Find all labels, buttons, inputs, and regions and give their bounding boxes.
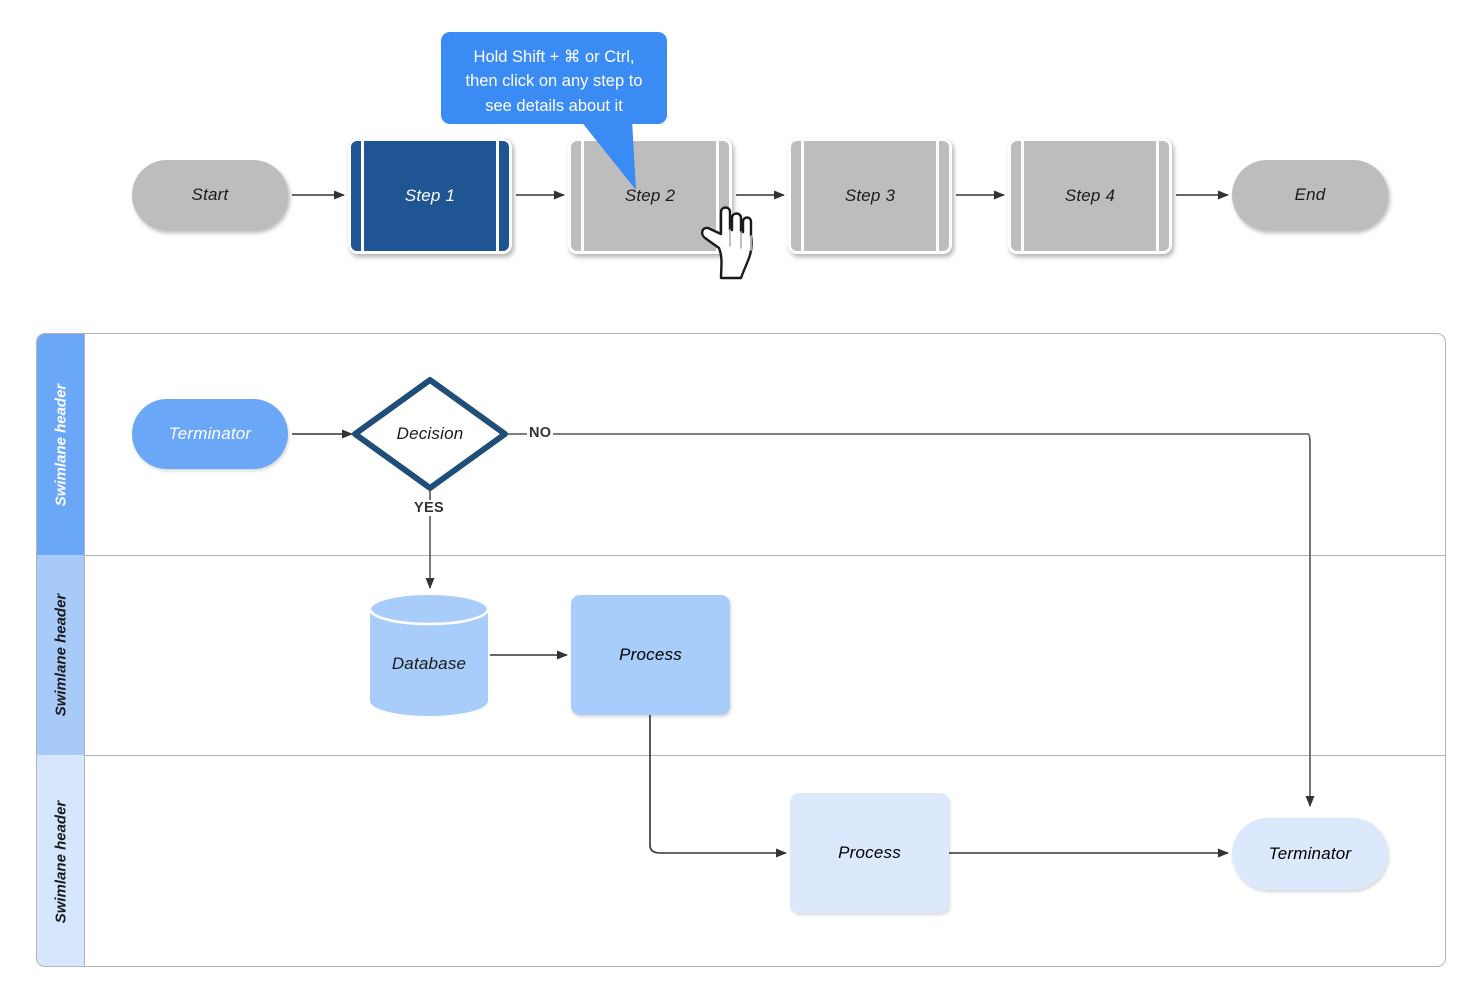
tooltip-callout-body: Hold Shift + ⌘ or Ctrl, then click on an… [441,32,667,124]
flow-node-end[interactable]: End [1232,160,1388,230]
swimlane-header-2-label: Swimlane header [52,593,69,717]
shape-process-mid[interactable]: Process [571,595,730,715]
decision-diamond-svg [352,377,508,491]
step-3-outline [788,138,952,254]
step-4-outline [1008,138,1172,254]
flow-node-step-3[interactable]: Step 3 [788,138,952,254]
tooltip-line-2: then click on any step to [465,72,643,91]
step-3-right-bar [936,138,939,254]
shape-database[interactable]: Database [368,593,490,717]
edge-label-no: NO [527,425,554,441]
step-4-left-bar [1021,138,1024,254]
swimlane-header-3[interactable]: Swimlane header [37,755,85,966]
swimlane-divider-2 [85,755,1445,756]
edge-label-yes: YES [412,500,446,516]
tooltip-line-3: see details about it [485,96,623,115]
flow-node-step-1[interactable]: Step 1 [348,138,512,254]
step-4-right-bar [1156,138,1159,254]
shape-terminator-end-label: Terminator [1268,843,1352,863]
swimlane-header-1[interactable]: Swimlane header [37,334,85,555]
flow-node-end-label: End [1294,184,1326,204]
tooltip-callout-tail [580,120,636,190]
shape-terminator-top-label: Terminator [168,423,252,443]
swimlane-header-2[interactable]: Swimlane header [37,555,85,755]
swimlane-divider-1 [85,555,1445,556]
shape-process-bottom[interactable]: Process [790,793,949,913]
flow-node-step-4-label: Step 4 [1064,185,1116,205]
flow-node-start-label: Start [191,184,229,204]
shape-process-mid-label: Process [619,644,682,664]
flow-node-start[interactable]: Start [132,160,288,230]
flow-node-step-3-label: Step 3 [844,185,896,205]
shape-decision[interactable]: Decision [350,375,510,493]
flow-node-step-1-label: Step 1 [404,185,456,205]
step-3-left-bar [801,138,804,254]
step-1-left-bar [361,138,364,254]
shape-terminator-top[interactable]: Terminator [132,399,288,469]
tooltip-callout[interactable]: Hold Shift + ⌘ or Ctrl, then click on an… [441,32,667,124]
step-1-outline [348,138,512,254]
database-cylinder-svg [368,593,490,716]
swimlane-header-1-label: Swimlane header [52,383,69,506]
step-2-left-bar [581,138,584,254]
shape-process-bottom-label: Process [838,842,901,862]
step-1-right-bar [496,138,499,254]
flow-node-step-4[interactable]: Step 4 [1008,138,1172,254]
step-2-right-bar [716,138,719,254]
swimlane-header-3-label: Swimlane header [52,800,69,923]
shape-terminator-end[interactable]: Terminator [1232,818,1388,890]
tooltip-line-1: Hold Shift + ⌘ or Ctrl, [473,48,635,66]
